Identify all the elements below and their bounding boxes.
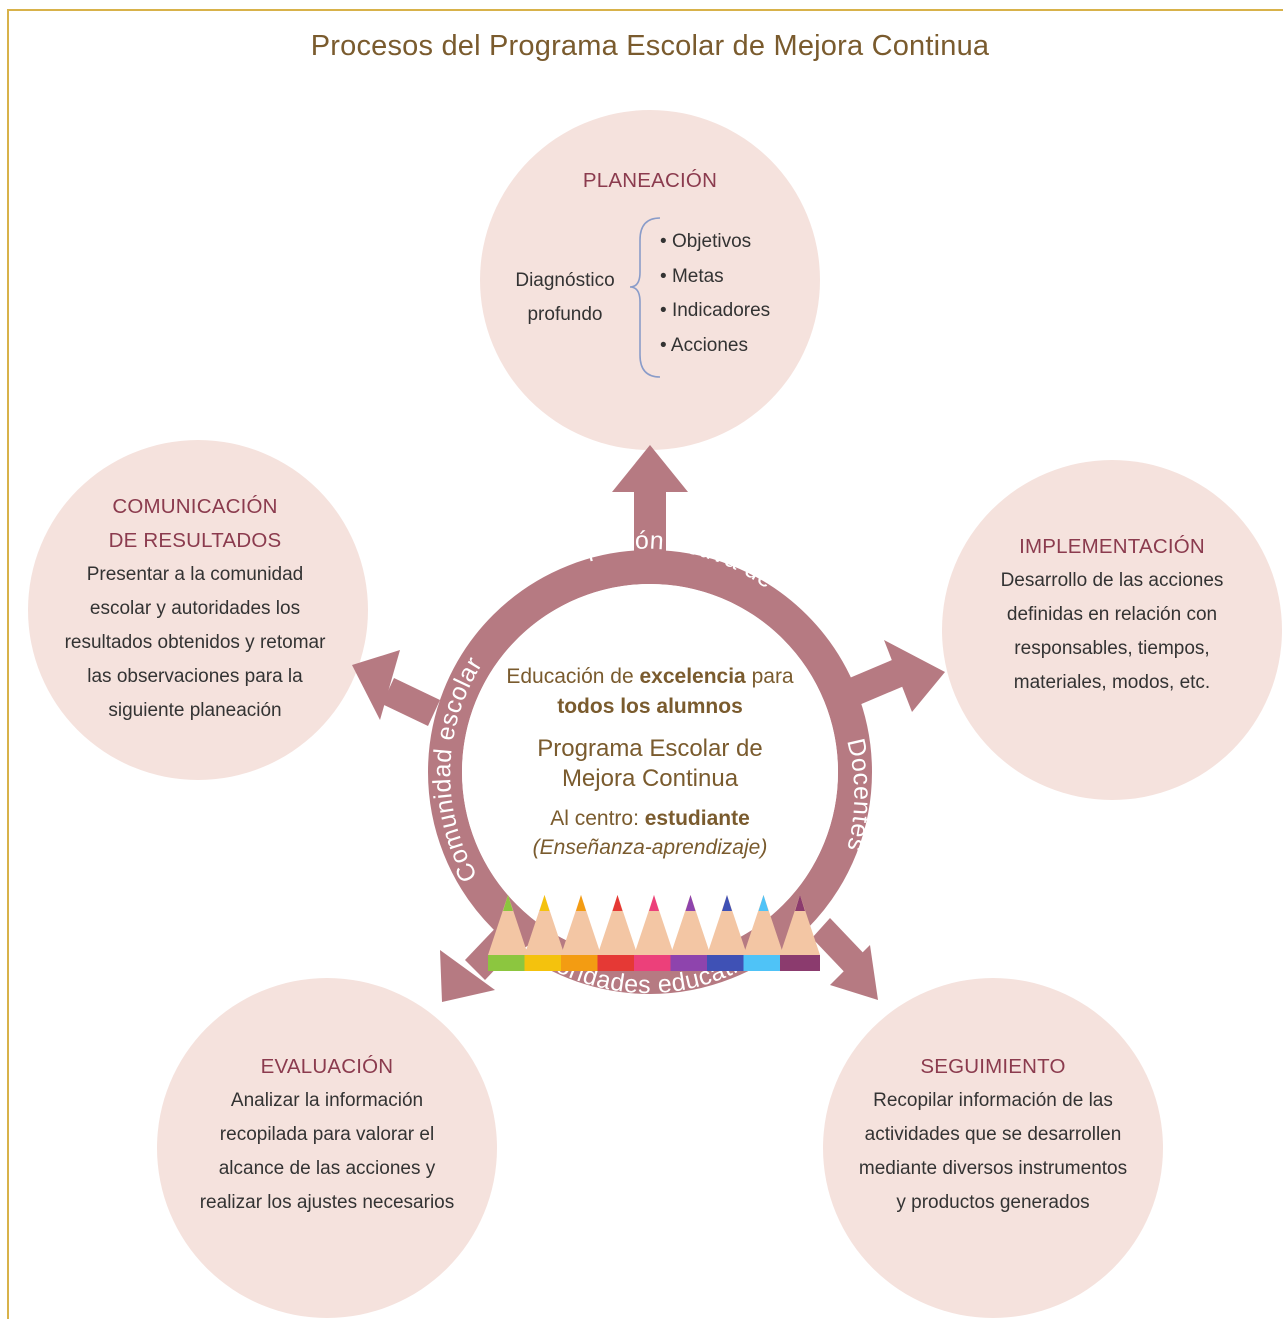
seguimiento-line: mediante diversos instrumentos [858,1158,1128,1179]
figure-title: Procesos del Programa Escolar de Mejora … [310,30,990,62]
comunicacion-line: Presentar a la comunidad [86,564,304,585]
implementacion-circle [942,460,1282,800]
center-subtitle: (Enseñanza-aprendizaje) [532,836,768,859]
center-disk [462,584,838,960]
diagnostico-label: Diagnóstico profundo [500,264,630,332]
participation-ring [428,550,872,994]
comunicacion-heading-2: DE RESULTADOS [108,529,282,552]
planeacion-text: PLANEACIÓN [530,164,770,198]
pencil [488,895,528,971]
pencil [524,895,565,971]
evaluacion-text: EVALUACIÓN Analizar la información recop… [162,1050,492,1220]
implementacion-text: IMPLEMENTACIÓN Desarrollo de las accione… [962,530,1262,700]
arrow-left [352,650,440,726]
seguimiento-line: Recopilar información de las [873,1090,1113,1111]
seguimiento-heading: SEGUIMIENTO [920,1055,1066,1078]
comunicacion-line: las observaciones para la [87,666,303,687]
pencil [780,895,820,971]
evaluacion-heading: EVALUACIÓN [260,1055,394,1078]
comunicacion-circle [28,440,368,780]
center-line1: Educación de excelencia para [506,665,794,688]
implementacion-line: materiales, modos, etc. [1013,672,1211,693]
comunicacion-line: resultados obtenidos y retomar [64,632,326,653]
planeacion-item: • Acciones [660,334,748,356]
implementacion-line: Desarrollo de las acciones [1000,570,1224,591]
pencil [670,895,711,971]
pencil [561,895,601,971]
figure-frame [7,9,1283,1319]
pencil [707,895,747,971]
evaluacion-line: alcance de las acciones y [218,1158,436,1179]
program-name-2: Mejora Continua [561,765,739,792]
pencil [743,895,784,971]
comunicacion-line: escolar y autoridades los [89,598,301,619]
pencils-illustration [488,895,820,971]
center-text: Educación de excelencia para todos los a… [470,662,830,862]
center-line2: todos los alumnos [557,695,743,718]
center-focus: Al centro: estudiante [550,807,750,830]
arrow-down-right [812,918,878,1000]
evaluacion-line: Analizar la información [230,1090,424,1111]
brace [629,217,661,378]
seguimiento-circle [823,978,1163,1318]
program-name-1: Programa Escolar de [537,735,763,762]
evaluacion-circle [157,978,497,1318]
planeacion-item: • Indicadores [660,300,771,321]
implementacion-heading: IMPLEMENTACIÓN [1019,535,1205,558]
diagnostico-line1: Diagnóstico [515,270,615,291]
implementacion-line: definidas en relación con [1006,604,1218,625]
comunicacion-heading-1: COMUNICACIÓN [112,495,278,518]
planeacion-heading: PLANEACIÓN [582,169,718,192]
seguimiento-text: SEGUIMIENTO Recopilar información de las… [828,1050,1158,1220]
comunicacion-line: siguiente planeación [108,700,282,721]
planeacion-items: • Objetivos • Metas • Indicadores • Acci… [660,225,770,363]
seguimiento-line: y productos generados [896,1192,1090,1213]
pencil [597,895,638,971]
seguimiento-line: actividades que se desarrollen [864,1124,1122,1145]
comunicacion-text: COMUNICACIÓN DE RESULTADOS Presentar a l… [40,490,350,728]
evaluacion-line: realizar los ajustes necesarios [199,1192,455,1213]
diagnostico-line2: profundo [527,304,603,325]
planeacion-item: • Metas [660,265,724,287]
pencil [634,895,674,971]
planeacion-circle [480,110,820,450]
evaluacion-line: recopilada para valorar el [219,1124,435,1145]
planeacion-item: • Objetivos [660,231,752,252]
implementacion-line: responsables, tiempos, [1014,638,1210,659]
